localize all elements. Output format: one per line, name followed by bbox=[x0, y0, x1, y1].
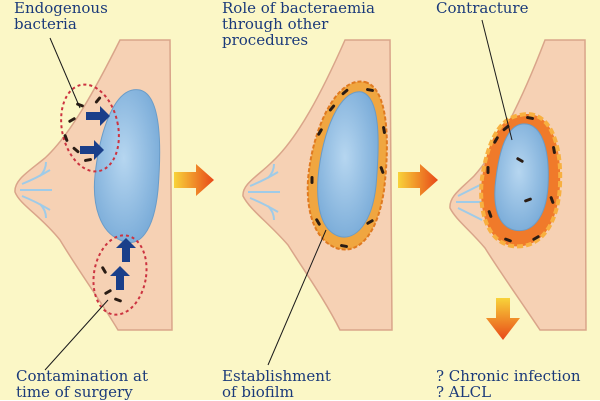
label-endogenous-bacteria: Endogenous bacteria bbox=[14, 0, 108, 32]
label-role-of-bacteraemia: Role of bacteraemia through other proced… bbox=[222, 0, 375, 48]
label-establishment-of-biofilm: Establishment of biofilm bbox=[222, 368, 331, 400]
label-contracture: Contracture bbox=[436, 0, 528, 16]
label-outcomes: ? Chronic infection ? ALCL bbox=[436, 368, 581, 400]
label-contamination: Contamination at time of surgery bbox=[16, 368, 148, 400]
